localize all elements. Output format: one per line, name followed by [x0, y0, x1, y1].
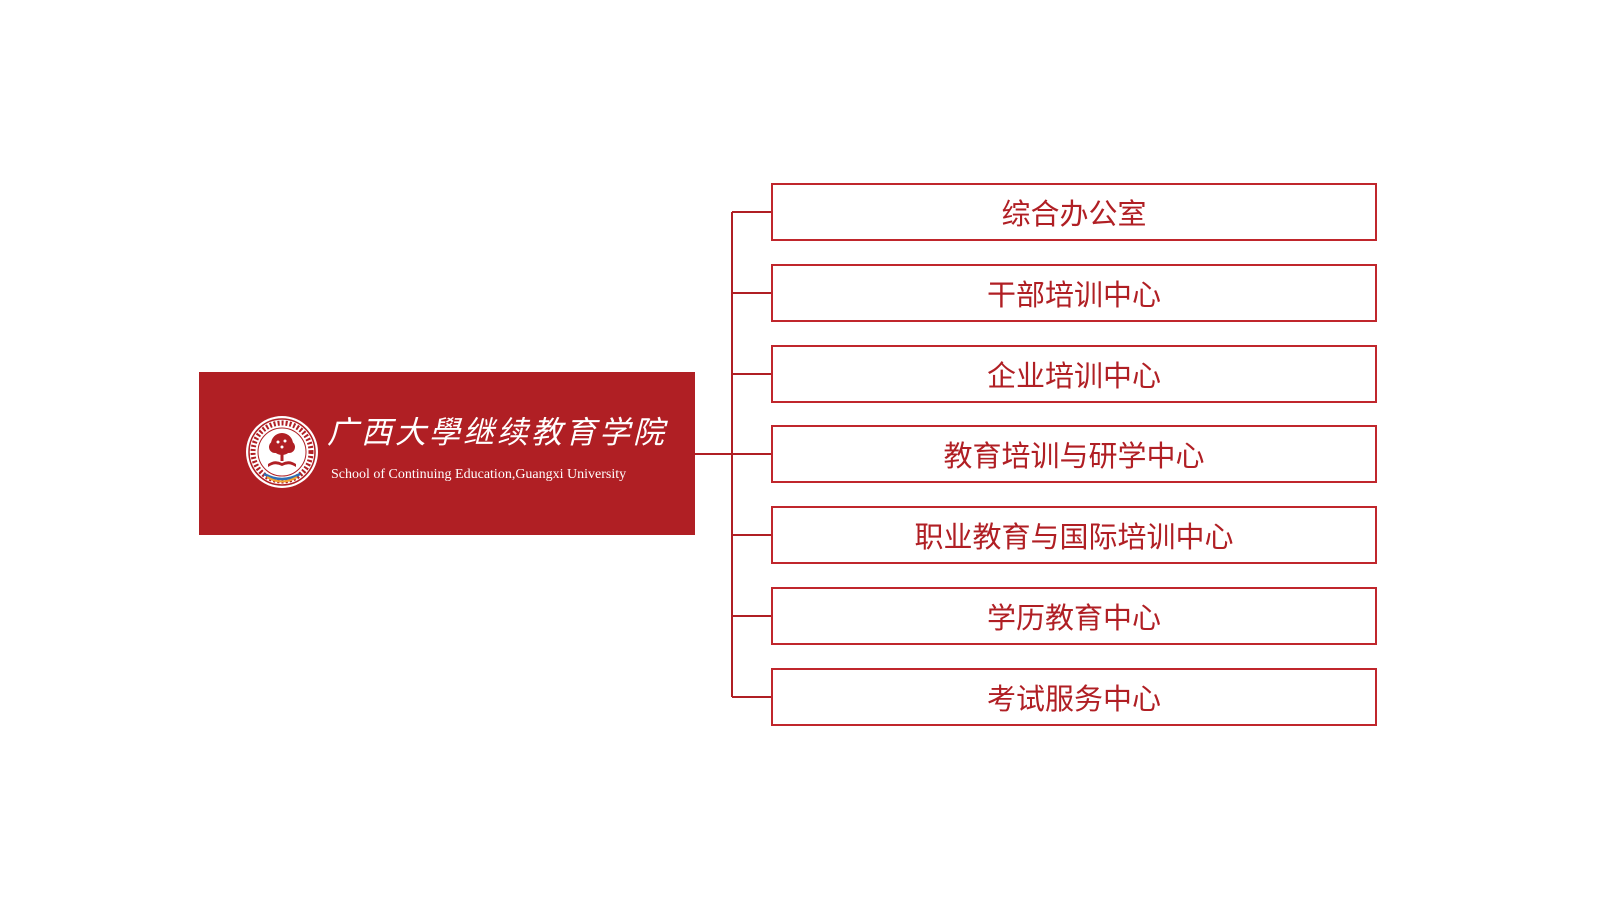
department-box: 学历教育中心: [771, 587, 1377, 645]
root-node-school: 广西大學继续教育学院 School of Continuing Educatio…: [199, 372, 695, 535]
department-box: 干部培训中心: [771, 264, 1377, 322]
logo-english-name: School of Continuing Education,Guangxi U…: [331, 467, 627, 482]
department-box: 职业教育与国际培训中心: [771, 506, 1377, 564]
department-box: 教育培训与研学中心: [771, 425, 1377, 483]
department-box: 考试服务中心: [771, 668, 1377, 726]
department-box: 企业培训中心: [771, 345, 1377, 403]
logo-chinese-name: 广西大學继续教育学院: [327, 415, 667, 451]
department-box: 综合办公室: [771, 183, 1377, 241]
university-seal-icon: [246, 416, 318, 488]
